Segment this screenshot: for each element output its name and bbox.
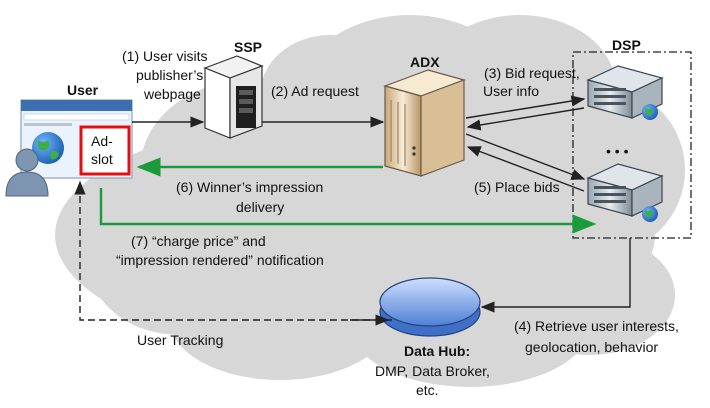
dsp-label: DSP: [612, 37, 641, 53]
user-person-icon: [5, 148, 49, 197]
ssp-server-icon: [203, 55, 264, 139]
data-hub-line2: etc.: [416, 382, 439, 398]
ssp-label: SSP: [234, 39, 262, 55]
dsp-ellipsis: • • •: [606, 143, 629, 159]
user-tracking-label: User Tracking: [137, 332, 223, 348]
step4-line2: geolocation, behavior: [525, 339, 658, 355]
ad-slot-label-1: Ad-: [91, 133, 113, 149]
adx-server-icon: [383, 69, 466, 177]
arrow-charge-notification: [99, 188, 597, 234]
dsp-server-bottom-icon: [586, 163, 664, 222]
step4-line1: (4) Retrieve user interests,: [514, 318, 679, 334]
arrow-dsp-to-data-hub: [480, 238, 631, 313]
ad-slot-label-2: slot: [91, 151, 113, 167]
step2-label: (2) Ad request: [271, 83, 359, 99]
step3-line2: User info: [483, 83, 539, 99]
data-hub-disk-icon: [379, 277, 481, 337]
step1-line1: (1) User visits: [122, 48, 208, 64]
dsp-server-top-icon: [586, 65, 664, 120]
dsp-boundary: [572, 51, 692, 239]
step3-line1: (3) Bid request,: [484, 65, 580, 81]
arrow-dsp-bottom-to-adx: [466, 146, 585, 192]
arrow-user-tracking: [74, 180, 392, 321]
arrow-adx-to-dsp-bottom: [465, 133, 586, 180]
arrow-adx-to-dsp-top: [465, 95, 586, 119]
ad-slot-box[interactable]: [79, 125, 131, 176]
data-hub-line1: DMP, Data Broker,: [375, 363, 490, 379]
step1-line2: publisher’s: [136, 67, 203, 83]
step6-line2: delivery: [236, 199, 284, 215]
arrow-dsp-top-to-adx: [466, 107, 585, 131]
step7-line1: (7) “charge price” and: [131, 233, 266, 249]
step7-line2: “impression rendered” notification: [116, 252, 324, 268]
step6-line1: (6) Winner’s impression: [176, 179, 323, 195]
adx-label: ADX: [410, 54, 440, 70]
data-hub-title: Data Hub:: [404, 343, 470, 359]
user-label: User: [67, 82, 99, 98]
step5-label: (5) Place bids: [474, 179, 560, 195]
step1-line3: webpage: [143, 86, 201, 102]
